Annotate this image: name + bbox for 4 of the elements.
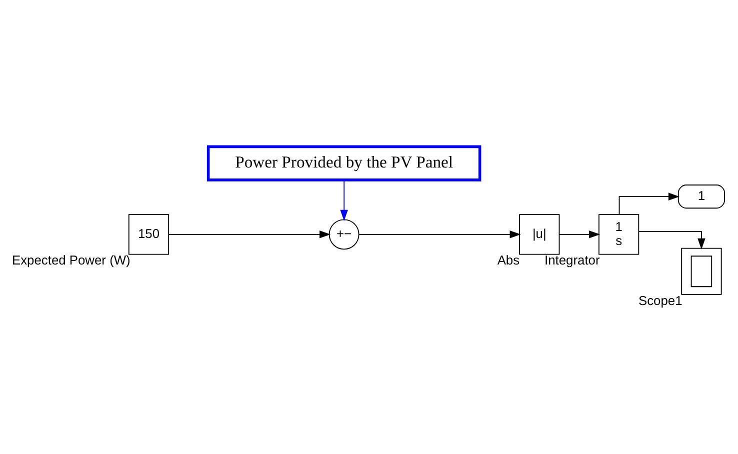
node-label: Abs: [497, 252, 520, 268]
node-label: Integrator: [544, 252, 600, 268]
node-label: Scope1: [638, 292, 682, 308]
node-label: Expected Power (W): [12, 252, 130, 268]
